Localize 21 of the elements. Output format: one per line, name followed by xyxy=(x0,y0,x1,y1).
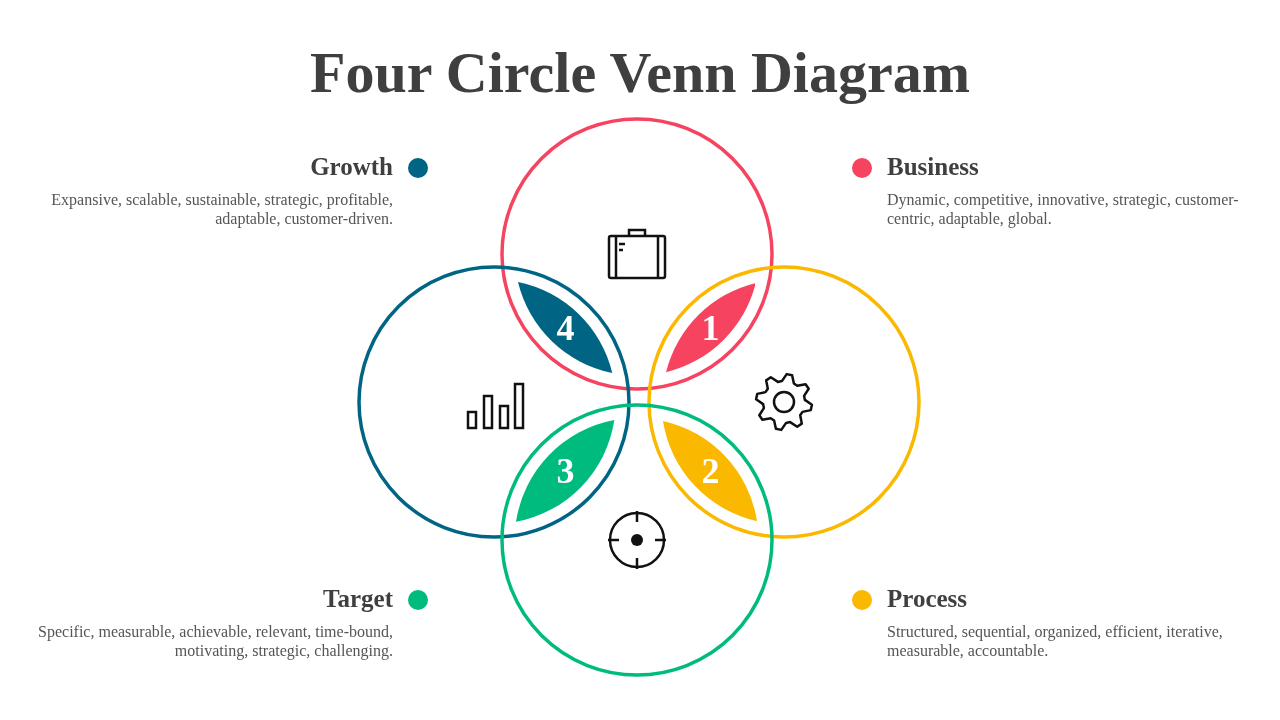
description-text: Structured, sequential, organized, efficient, iterative, measurable, accountable. xyxy=(887,622,1224,660)
legend-label: Target xyxy=(323,584,393,614)
description-text: Expansive, scalable, sustainable, strategic, profitable, adaptable, customer-driven. xyxy=(50,190,393,228)
lens-shape xyxy=(518,282,613,374)
lens-shape xyxy=(663,420,758,522)
venn-circle xyxy=(647,265,921,539)
lens-number: 2 xyxy=(701,451,720,491)
lens-number: 1 xyxy=(701,308,720,348)
legend-label: Process xyxy=(887,584,968,614)
venn-circle xyxy=(357,265,631,539)
lens-shape xyxy=(665,283,756,373)
legend-label: Growth xyxy=(310,152,393,182)
title: Four Circle Venn Diagram xyxy=(309,39,971,107)
description-text: Specific, measurable, achievable, relevant, time-bound, motivating, strategic, challenging. xyxy=(37,622,393,660)
venn-circle xyxy=(500,403,774,677)
description-text: Dynamic, competitive, innovative, strategic, customer-centric, adaptable, global. xyxy=(887,190,1240,228)
lens-shape xyxy=(516,420,615,522)
legend-label: Business xyxy=(887,152,979,182)
venn-circle xyxy=(500,117,774,391)
lens-number: 4 xyxy=(556,308,575,348)
lens-number: 3 xyxy=(556,451,575,491)
